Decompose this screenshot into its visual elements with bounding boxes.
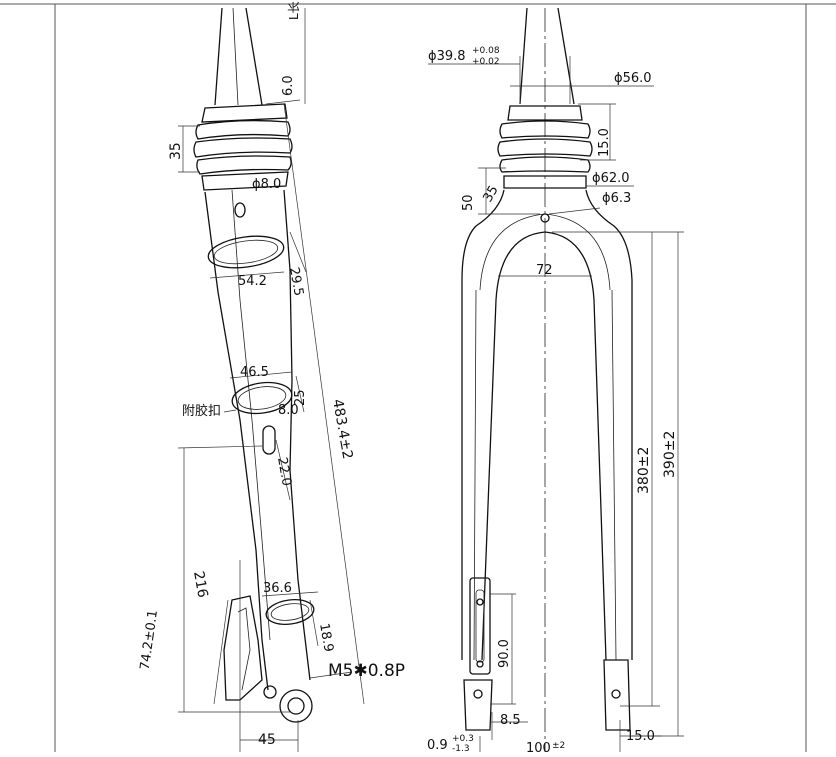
front-right-dropout (603, 659, 631, 731)
side-steerer (214, 7, 263, 106)
side-mid-w-label: 46.5 (240, 365, 269, 380)
side-low-w-label: 36.6 (263, 581, 292, 596)
side-bore-hole (234, 202, 246, 218)
front-leg-380-label: 380±2 (636, 447, 652, 494)
side-axle-crown-label: 483.4±2 (329, 398, 355, 461)
front-crown-height-label: 50 (461, 194, 476, 211)
front-steerer-tol-lower: +0.02 (472, 57, 500, 67)
front-steerer-tol-upper: +0.08 (472, 46, 500, 56)
front-crown-rings (497, 105, 593, 189)
front-crown-hole (540, 213, 550, 223)
dim-axle-crown-line (283, 103, 365, 705)
side-view (177, 7, 365, 752)
front-arch (495, 231, 595, 301)
side-section-upper (207, 235, 285, 269)
side-rib-length-label: 22.0 (274, 456, 294, 487)
front-crown-step-label: 15.0 (597, 128, 612, 157)
side-upper-h-label: 29.5 (286, 266, 306, 297)
front-spacing-tol: ±2 (552, 741, 565, 751)
front-bearing-dia-label: ϕ56.0 (614, 71, 652, 86)
front-tol-plus: +0.3 (452, 734, 474, 744)
front-dropout-height-label: 90.0 (497, 639, 512, 668)
side-upper-w-label: 54.2 (238, 274, 267, 289)
side-offset-top-label: 6.0 (281, 75, 296, 96)
front-right-outer (585, 189, 633, 660)
side-bore-label: ϕ8.0 (252, 177, 281, 192)
side-section-mid (231, 381, 293, 415)
side-bottom-width-label: 45 (258, 732, 276, 748)
front-hole-dia-label: ϕ6.3 (602, 191, 631, 206)
side-section-low (265, 599, 315, 625)
side-mid-thick-label: 8.0 (278, 403, 299, 418)
side-leg-rear-edge (283, 189, 311, 681)
front-leg-inner (481, 299, 607, 661)
front-tolerance-label: 0.9 (427, 738, 448, 752)
front-left-dropout (463, 577, 493, 731)
front-dropout-width-label: 15.0 (626, 729, 655, 744)
side-dropout-dim-label: 74.2±0.1 (138, 609, 161, 671)
side-thread-label: M5✱0.8P (328, 661, 405, 681)
front-spacing-label: 100 (526, 741, 551, 752)
side-note-label: 附胶扣 (182, 403, 221, 419)
side-crown-height-label: 35 (168, 142, 184, 160)
side-dropout (223, 595, 313, 723)
front-dropout-offset-label: 8.5 (500, 713, 521, 728)
front-left-outer (461, 189, 505, 660)
side-leg-front-edge (204, 191, 269, 691)
front-tol-minus: -1.3 (452, 744, 470, 752)
front-leg-390-label: 390±2 (662, 431, 678, 478)
side-rib-slot (262, 425, 276, 455)
front-steerer (519, 7, 575, 105)
front-steerer-dia-label: ϕ39.8 (428, 49, 466, 64)
side-lower-length-label: 216 (190, 570, 210, 599)
front-race-dia-label: ϕ62.0 (592, 171, 630, 186)
front-arch-width-label: 72 (536, 263, 553, 278)
dim-upper-section-line (289, 231, 307, 273)
front-crown-angle-label: 35 (480, 183, 501, 205)
side-low-h-label: 18.9 (316, 622, 336, 653)
side-steerer-length-label: L长 (287, 1, 301, 20)
side-mid-h-label: 25 (293, 389, 308, 406)
front-view (428, 7, 684, 752)
